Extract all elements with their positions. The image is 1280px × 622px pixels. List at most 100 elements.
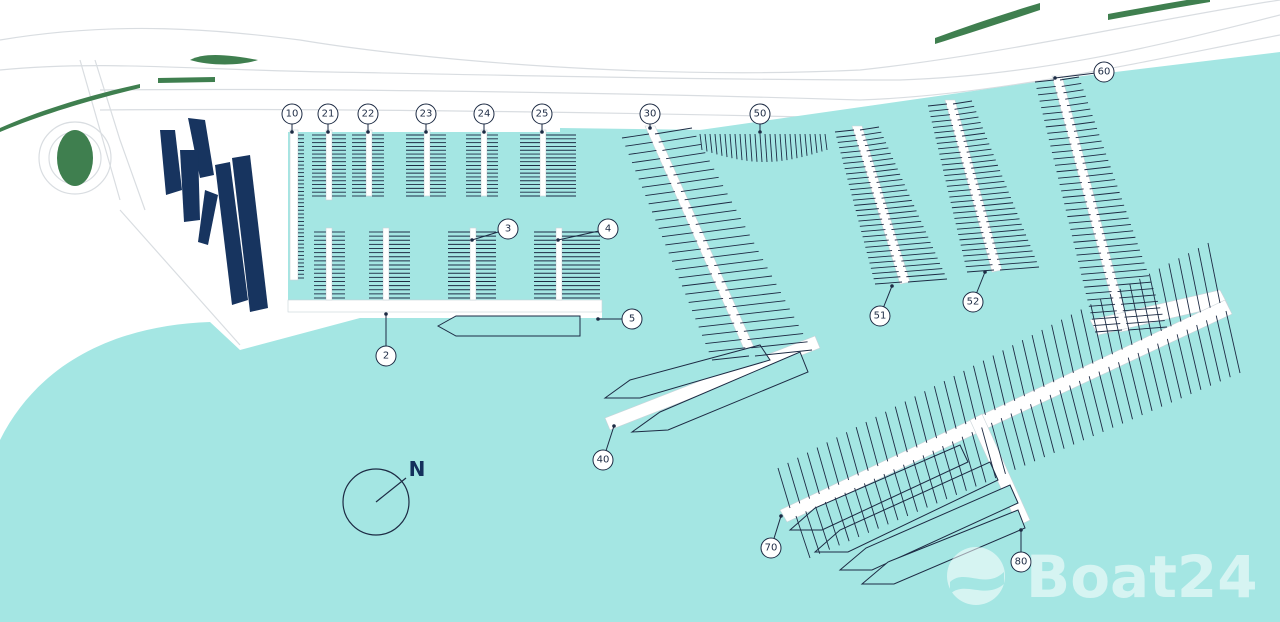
berth-line <box>665 240 698 246</box>
berth-line <box>1047 130 1068 134</box>
berth-line <box>992 355 1006 406</box>
berth-line <box>711 355 750 361</box>
berth-line <box>1058 175 1081 179</box>
berth-line <box>709 133 713 154</box>
berth-line <box>924 391 938 439</box>
berth-line <box>863 137 884 141</box>
berth-line <box>1068 108 1091 113</box>
berth-line <box>698 322 735 328</box>
berth-line <box>969 159 996 164</box>
berth-line <box>1034 79 1055 83</box>
berth-line <box>946 183 970 187</box>
berth-line <box>729 291 781 299</box>
berth-line <box>705 339 742 345</box>
berth-line <box>951 441 967 491</box>
berth-line <box>1197 248 1211 308</box>
berth-line <box>935 135 957 139</box>
berth-line <box>684 193 728 201</box>
berth-line <box>1070 314 1084 369</box>
berth-line <box>1090 304 1104 360</box>
pier-label-circle <box>415 103 437 125</box>
berth-line <box>1010 413 1026 466</box>
berth-line <box>869 158 894 162</box>
berth-line <box>1053 156 1075 160</box>
berth-line <box>1077 140 1102 145</box>
pier-label-dot <box>540 130 544 134</box>
berth-line <box>960 242 987 246</box>
berth-line <box>1072 121 1095 126</box>
berth-line <box>983 207 1016 212</box>
inner-basin <box>288 132 560 300</box>
berth-line <box>759 133 763 163</box>
vegetation <box>0 0 1210 186</box>
brand-name: Boat24 <box>1026 543 1258 611</box>
berth-line <box>1137 352 1153 411</box>
berth-line <box>824 501 840 546</box>
berth-line <box>655 215 687 221</box>
berth-line <box>874 173 901 178</box>
berth-line <box>899 252 936 257</box>
pier-label-text: 21 <box>322 109 335 120</box>
berth-line <box>1041 105 1062 109</box>
berth-line <box>814 133 818 154</box>
berth-line <box>971 164 998 169</box>
berth-line <box>940 157 963 160</box>
berth-line <box>1082 278 1109 282</box>
berth-line <box>1059 390 1075 445</box>
berth-line <box>747 333 804 341</box>
berth-line <box>719 133 723 156</box>
berth-line <box>1206 320 1221 382</box>
berth-line <box>834 129 855 133</box>
boat24-logo-icon <box>947 547 1005 605</box>
berth-line <box>1036 85 1056 89</box>
berth-line <box>854 487 870 533</box>
pier-label-text: 22 <box>362 109 375 120</box>
berth-line <box>863 239 889 243</box>
berth-line <box>862 234 888 238</box>
pier-label: 21 <box>317 103 339 134</box>
berth-line <box>777 467 791 509</box>
berth-line <box>855 426 869 471</box>
berth-line <box>1119 294 1156 299</box>
pier-label-text: 52 <box>967 297 980 308</box>
berth-line <box>714 133 718 155</box>
pier-label-dot <box>758 130 762 134</box>
berth-line <box>691 209 737 217</box>
berth-line <box>1100 299 1113 355</box>
berth-line <box>1049 394 1065 449</box>
berth-line <box>873 478 889 525</box>
berth-line <box>965 143 990 148</box>
berth-line <box>1091 191 1120 196</box>
berths <box>298 76 1241 559</box>
berth-line <box>978 191 1009 196</box>
berth-line <box>685 289 720 295</box>
berth-line <box>673 168 715 176</box>
pier-label-circle <box>592 449 614 471</box>
berth-line <box>1176 334 1192 395</box>
pier-label: 40 <box>592 424 616 471</box>
berth-line <box>873 168 898 173</box>
berth-line <box>1089 185 1118 190</box>
berth-line <box>894 236 929 241</box>
berth-line <box>1178 258 1192 318</box>
berth-line <box>774 133 778 162</box>
berth-line <box>949 194 973 198</box>
berth-line <box>858 218 883 222</box>
berth-line <box>870 265 898 269</box>
berth-line <box>836 437 850 481</box>
pier-label-dot <box>366 130 370 134</box>
berth-line <box>995 250 1033 255</box>
berth-line <box>934 130 955 134</box>
berth-line <box>1021 340 1035 392</box>
berth-line <box>872 271 899 274</box>
berth-line <box>1098 217 1129 222</box>
berth-line <box>868 152 891 157</box>
berth-line <box>1065 207 1089 211</box>
pier-label-text: 4 <box>605 224 611 235</box>
pier-label-text: 50 <box>754 109 767 120</box>
pier-label: 24 <box>473 103 495 134</box>
berth-line <box>621 133 650 139</box>
berth-line <box>725 283 777 291</box>
berth-line <box>699 133 703 151</box>
